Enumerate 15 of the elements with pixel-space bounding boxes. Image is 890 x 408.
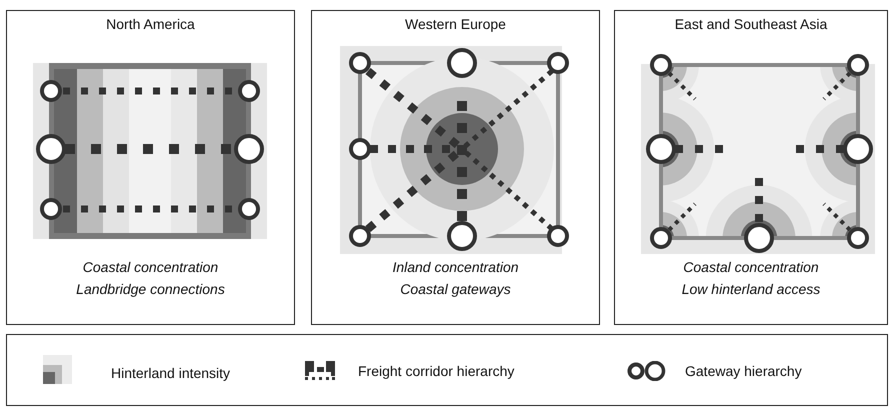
region-summary: Coastal concentration bbox=[82, 259, 220, 275]
region-panel bbox=[614, 10, 888, 325]
region-title: Western Europe bbox=[404, 16, 507, 32]
region-summary: Coastal gateways bbox=[399, 281, 512, 297]
region-panel bbox=[311, 10, 600, 325]
legend-label: Freight corridor hierarchy bbox=[358, 363, 514, 379]
region-summary: Coastal concentration bbox=[682, 259, 820, 275]
region-summary: Low hinterland access bbox=[680, 281, 822, 297]
legend-label: Gateway hierarchy bbox=[685, 363, 802, 379]
region-summary: Inland concentration bbox=[391, 259, 520, 275]
region-panel bbox=[6, 10, 295, 325]
region-summary: Landbridge connections bbox=[75, 281, 226, 297]
legend-label: Hinterland intensity bbox=[111, 365, 230, 381]
region-title: North America bbox=[105, 16, 196, 32]
region-title: East and Southeast Asia bbox=[674, 16, 828, 32]
